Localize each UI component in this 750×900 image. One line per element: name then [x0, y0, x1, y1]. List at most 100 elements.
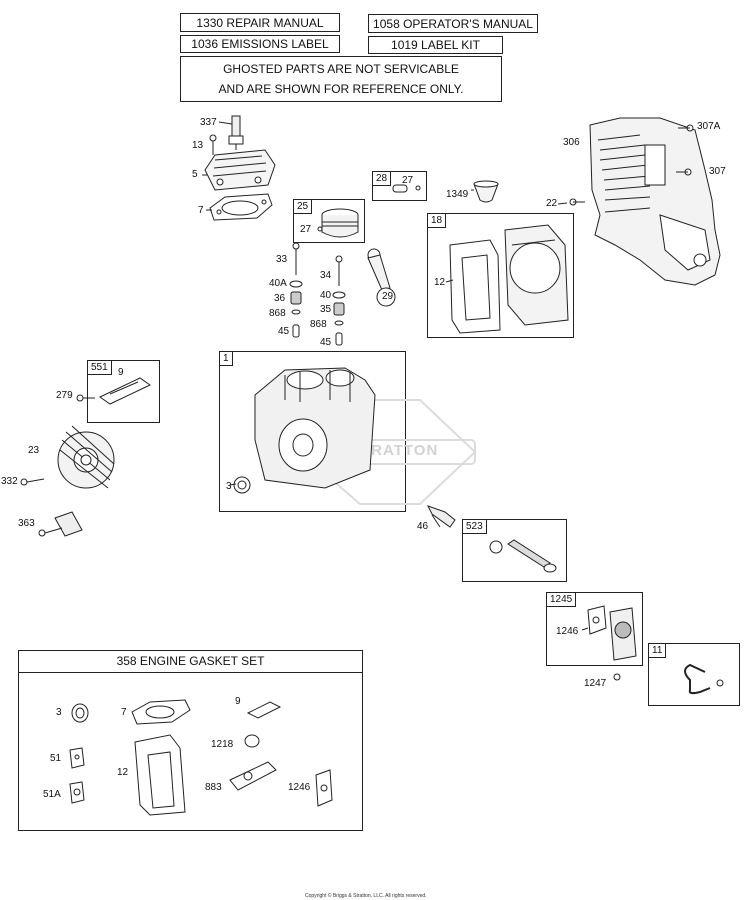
breather-gasket-icon: [587, 605, 607, 635]
breather-hose-icon: [684, 663, 724, 695]
label-kit-text: 1019 LABEL KIT: [391, 38, 480, 52]
gasket-set-callout-7: 7: [121, 707, 127, 718]
repair-manual-label: 1330 REPAIR MANUAL: [180, 13, 340, 32]
gasket-set-callout-1218: 1218: [211, 739, 234, 750]
callout-40: 40: [320, 290, 332, 301]
screw-icon: [676, 168, 692, 176]
callout-34: 34: [320, 270, 332, 281]
piston-box-tag: 25: [294, 200, 313, 214]
valve-guide-icon: [292, 324, 300, 338]
callout-13: 13: [192, 140, 204, 151]
callout-36: 36: [274, 293, 286, 304]
piston-pin-icon: [392, 184, 421, 193]
gasket-set-callout-51: 51: [50, 753, 62, 764]
primer-bulb-icon: [473, 180, 499, 203]
spark-plug-icon: [228, 115, 244, 150]
emissions-label-label: 1036 EMISSIONS LABEL: [180, 35, 340, 53]
screw-icon: [678, 124, 694, 132]
engine-gasket-set-title: 358 ENGINE GASKET SET: [18, 650, 363, 673]
piston-icon: [321, 208, 359, 238]
sensor-kit-box-tag: 523: [463, 520, 487, 534]
screw-icon: [209, 134, 217, 155]
callout-9: 9: [118, 367, 124, 378]
head-gasket-kit-box-tag: 551: [88, 361, 112, 375]
crankcase-gasket-icon: [134, 734, 186, 816]
callout-12: 12: [434, 277, 446, 288]
oil-seal-icon: [233, 476, 251, 494]
callout-45b: 45: [320, 337, 332, 348]
valve-retainer-icon: [332, 291, 346, 299]
screw-icon: [38, 527, 63, 537]
engine-gasket-set-title-text: 358 ENGINE GASKET SET: [116, 654, 265, 668]
callout-307a: 307A: [697, 121, 721, 132]
gasket-set-callout-9: 9: [235, 696, 241, 707]
label-kit-label: 1019 LABEL KIT: [368, 36, 503, 54]
gasket-set-callout-12: 12: [117, 767, 129, 778]
callout-307: 307: [709, 166, 726, 177]
operators-manual-text: 1058 OPERATOR'S MANUAL: [373, 16, 533, 31]
intake-gasket-icon: [69, 747, 85, 769]
exhaust-gasket-icon: [229, 761, 277, 791]
breather-gasket-icon: [99, 377, 151, 405]
breather-cover-icon: [609, 607, 637, 661]
sensor-icon: [489, 539, 557, 573]
callout-35: 35: [320, 304, 332, 315]
o-ring-icon: [244, 734, 260, 748]
notice-line-1: GHOSTED PARTS ARE NOT SERVICABLE: [223, 62, 459, 76]
screw-icon: [569, 198, 585, 206]
crankcase-gasket-icon: [449, 239, 501, 334]
callout-46: 46: [417, 521, 429, 532]
callout-332: 332: [1, 476, 18, 487]
callout-45a: 45: [278, 326, 290, 337]
crankcase-cover-icon: [504, 224, 569, 326]
breather-gasket-icon: [315, 769, 333, 807]
callout-27-piston: 27: [300, 224, 312, 235]
intake-gasket-icon: [69, 781, 85, 804]
callout-7: 7: [198, 205, 204, 216]
callout-1349: 1349: [446, 189, 469, 200]
connector-icon: [426, 505, 456, 528]
callout-27-pin: 27: [402, 175, 414, 186]
crankcase-box-tag: 1: [220, 352, 233, 366]
callout-337: 337: [200, 117, 217, 128]
callout-5: 5: [192, 169, 198, 180]
valve-seal-icon: [291, 309, 301, 315]
piston-pin-box-tag: 28: [373, 172, 392, 186]
breather-gasket-icon: [246, 701, 282, 719]
breather-kit-box-tag: 1245: [547, 593, 577, 607]
connecting-rod-icon: [367, 248, 396, 307]
screw-icon: [20, 478, 45, 486]
gasket-set-callout-51a: 51A: [43, 789, 61, 800]
repair-manual-text: 1330 REPAIR MANUAL: [196, 15, 324, 30]
valve-retainer-icon: [289, 280, 303, 288]
copyright-notice: Copyright © Briggs & Stratton, LLC. All …: [305, 893, 427, 899]
valve-icon: [335, 255, 343, 286]
head-gasket-icon: [131, 699, 191, 725]
crankcase-covers-box-tag: 18: [428, 214, 447, 228]
callout-306: 306: [563, 137, 580, 148]
callout-22: 22: [546, 198, 558, 209]
ghosted-parts-notice: GHOSTED PARTS ARE NOT SERVICABLE AND ARE…: [180, 56, 502, 102]
callout-3: 3: [226, 481, 232, 492]
valve-guide-icon: [335, 332, 343, 346]
callout-23: 23: [28, 445, 40, 456]
crankcase-icon: [254, 367, 376, 489]
callout-1246: 1246: [556, 626, 579, 637]
cylinder-head-icon: [204, 149, 276, 191]
callout-1247: 1247: [584, 678, 607, 689]
gasket-set-callout-3: 3: [56, 707, 62, 718]
callout-279: 279: [56, 390, 73, 401]
blower-housing-icon: [589, 117, 721, 286]
notice-line-2: AND ARE SHOWN FOR REFERENCE ONLY.: [218, 82, 464, 96]
operators-manual-label: 1058 OPERATOR'S MANUAL: [368, 14, 538, 33]
screw-icon: [613, 673, 621, 681]
flywheel-icon: [57, 425, 115, 489]
callout-33: 33: [276, 254, 288, 265]
valve-spring-icon: [290, 291, 302, 305]
gasket-set-callout-1246: 1246: [288, 782, 311, 793]
hose-box-tag: 11: [649, 644, 667, 658]
callout-868a: 868: [269, 308, 286, 319]
head-gasket-icon: [209, 193, 273, 221]
callout-868b: 868: [310, 319, 327, 330]
